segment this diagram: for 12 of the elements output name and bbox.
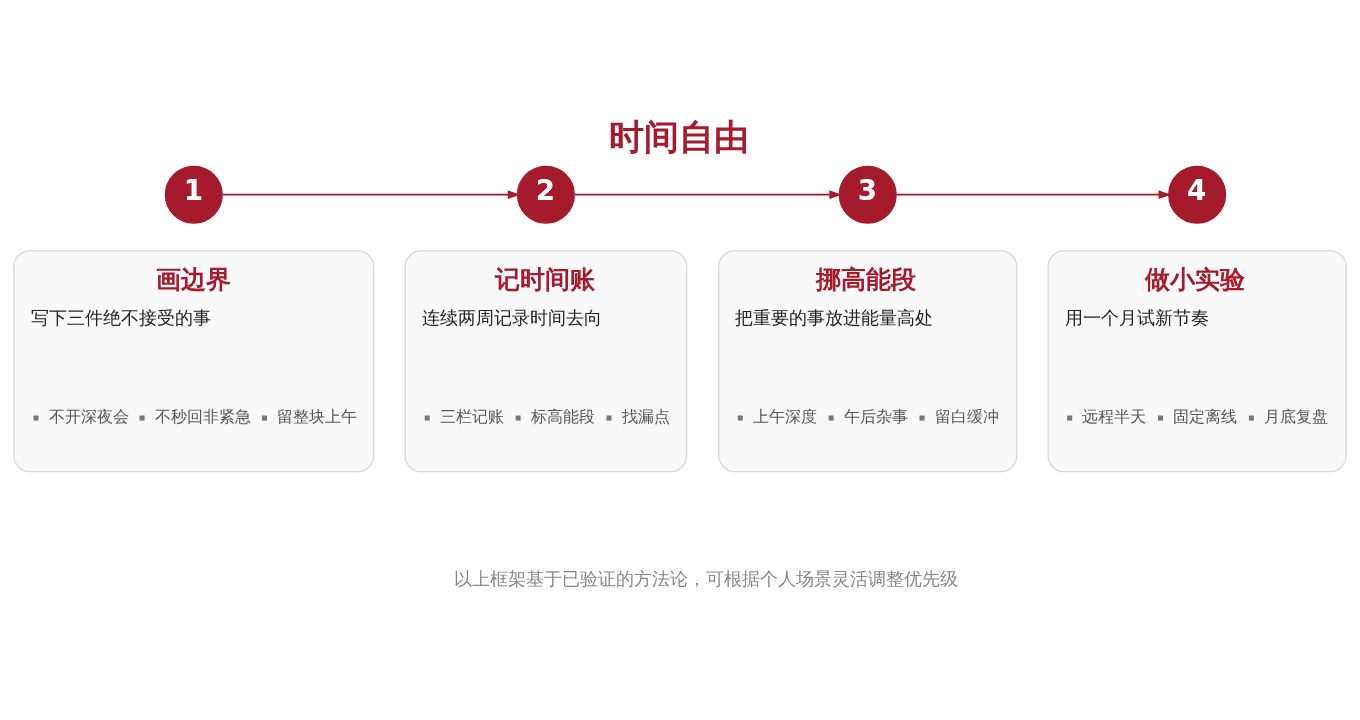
node-box: 记时间账 连续两周记录时间去向 三栏记账 标高能段 找漏点: [404, 250, 688, 473]
node-box: 做小实验 用一个月试新节奏 远程半天 固定离线 月底复盘: [1047, 250, 1347, 473]
node-box: 挪高能段 把重要的事放进能量高处 上午深度 午后杂事 留白缓冲: [718, 250, 1018, 473]
caption: 以上框架基于已验证的方法论，可根据个人场景灵活调整优先级: [454, 568, 959, 589]
arrow: [573, 190, 842, 200]
node-circle: 3: [838, 165, 897, 224]
arrow: [895, 190, 1172, 200]
diagram-title: 时间自由: [609, 116, 750, 158]
node-circle: 2: [516, 165, 575, 224]
node-circle: 1: [164, 165, 223, 224]
node-circle: 4: [1168, 165, 1227, 224]
node-box: 画边界 写下三件绝不接受的事 不开深夜会 不秒回非紧急 留整块上午: [13, 250, 375, 473]
